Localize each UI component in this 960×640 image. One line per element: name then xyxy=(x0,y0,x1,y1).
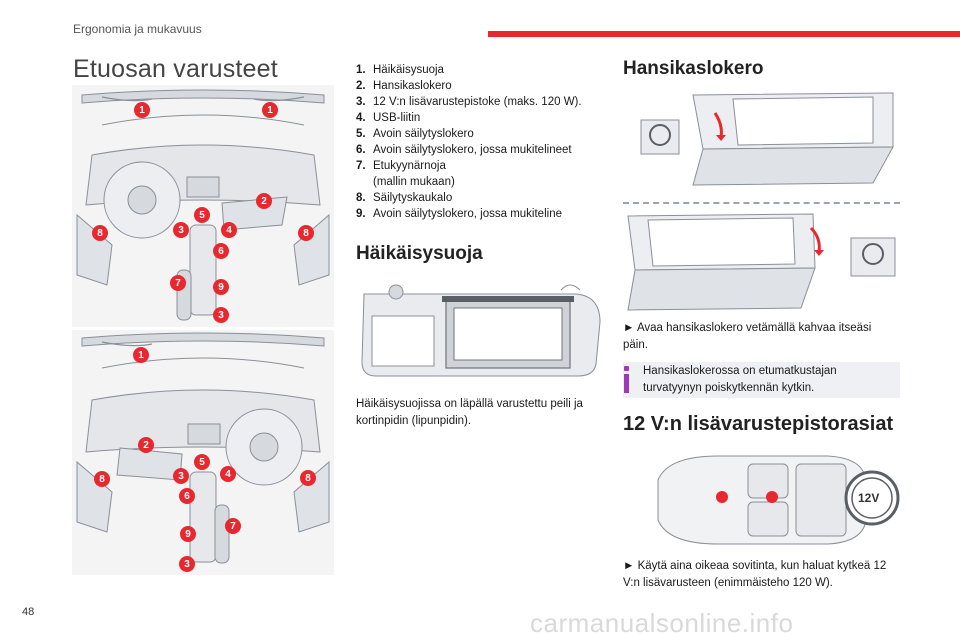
callout-8b: 8 xyxy=(298,225,314,241)
list-item: 3.12 V:n lisävarustepistoke (maks. 120 W… xyxy=(356,96,582,108)
callout-2: 2 xyxy=(138,437,154,453)
callout-6: 6 xyxy=(213,243,229,259)
callout-3a: 3 xyxy=(173,468,189,484)
list-item: 7.Etukyynärnoja xyxy=(356,160,446,172)
glovebox-drawing-1 xyxy=(640,92,894,186)
page-number: 48 xyxy=(22,606,35,618)
callout-1b: 1 xyxy=(262,102,278,118)
car-topview-drawing xyxy=(657,455,900,545)
socket-12v-label: 12V xyxy=(858,491,880,505)
list-item: 8.Säilytyskaukalo xyxy=(356,192,453,204)
figure-divider xyxy=(623,202,900,204)
list-item: 4.USB-liitin xyxy=(356,112,421,124)
callout-6: 6 xyxy=(179,488,195,504)
list-item: 9.Avoin säilytyslokero, jossa mukiteline xyxy=(356,208,562,220)
visor-description: Häikäisysuojissa on läpällä varustettu p… xyxy=(356,398,583,427)
callout-9: 9 xyxy=(180,526,196,542)
running-header: Ergonomia ja mukavuus xyxy=(73,22,202,36)
header-accent-bar xyxy=(488,31,960,37)
list-item: 2.Hansikaslokero xyxy=(356,80,452,92)
glovebox-heading: Hansikaslokero xyxy=(623,58,764,79)
visor-heading: Häikäisysuoja xyxy=(356,243,483,264)
visor-drawing xyxy=(361,284,601,377)
info-text: Hansikaslokerossa on etumatkustajan turv… xyxy=(643,365,837,394)
glovebox-instruction: ► Avaa hansikaslokero vetämällä kahvaa i… xyxy=(623,322,872,351)
dashboard-illustration-bottom: 1 2 5 3 4 6 8 8 9 7 3 xyxy=(72,330,334,575)
callout-5: 5 xyxy=(194,207,210,223)
list-item: 5.Avoin säilytyslokero xyxy=(356,128,474,140)
callout-8a: 8 xyxy=(94,471,110,487)
info-box: Hansikaslokerossa on etumatkustajan turv… xyxy=(623,362,900,398)
car-topview-illustration: 12V xyxy=(648,450,900,550)
sun-visor-illustration xyxy=(356,282,603,382)
glovebox-illustration-rhd xyxy=(623,208,898,316)
glovebox-illustration-lhd xyxy=(623,85,898,195)
list-item: 6.Avoin säilytyslokero, jossa mukiteline… xyxy=(356,144,572,156)
callout-3a: 3 xyxy=(173,222,189,238)
callout-2: 2 xyxy=(256,193,272,209)
callout-1: 1 xyxy=(133,347,149,363)
list-item-continuation: (mallin mukaan) xyxy=(373,176,455,188)
callout-4: 4 xyxy=(221,222,237,238)
glovebox-drawing-2 xyxy=(627,213,896,311)
callout-7: 7 xyxy=(170,275,186,291)
page-title: Etuosan varusteet xyxy=(73,55,278,83)
watermark: carmanualsonline.info xyxy=(530,608,794,638)
callout-4: 4 xyxy=(220,466,236,482)
dashboard-drawing xyxy=(76,89,330,321)
callout-7: 7 xyxy=(225,518,241,534)
callout-8b: 8 xyxy=(300,470,316,486)
equipment-list: 1.Häikäisysuoja 2.Hansikaslokero 3.12 V:… xyxy=(356,62,606,222)
dashboard-drawing-rhd xyxy=(76,332,330,564)
callout-5: 5 xyxy=(194,454,210,470)
callout-3b: 3 xyxy=(179,556,195,572)
dashboard-illustration-top: 1 1 2 5 3 4 6 8 8 7 9 3 xyxy=(72,85,334,327)
callout-9: 9 xyxy=(213,279,229,295)
socket-heading: 12 V:n lisävarustepistorasiat xyxy=(623,413,894,435)
info-icon xyxy=(623,366,631,394)
list-item: 1.Häikäisysuoja xyxy=(356,64,444,76)
callout-3b: 3 xyxy=(213,307,229,323)
socket-instruction: ► Käytä aina oikeaa sovitinta, kun halua… xyxy=(623,560,887,589)
callout-1a: 1 xyxy=(134,102,150,118)
callout-8a: 8 xyxy=(92,225,108,241)
